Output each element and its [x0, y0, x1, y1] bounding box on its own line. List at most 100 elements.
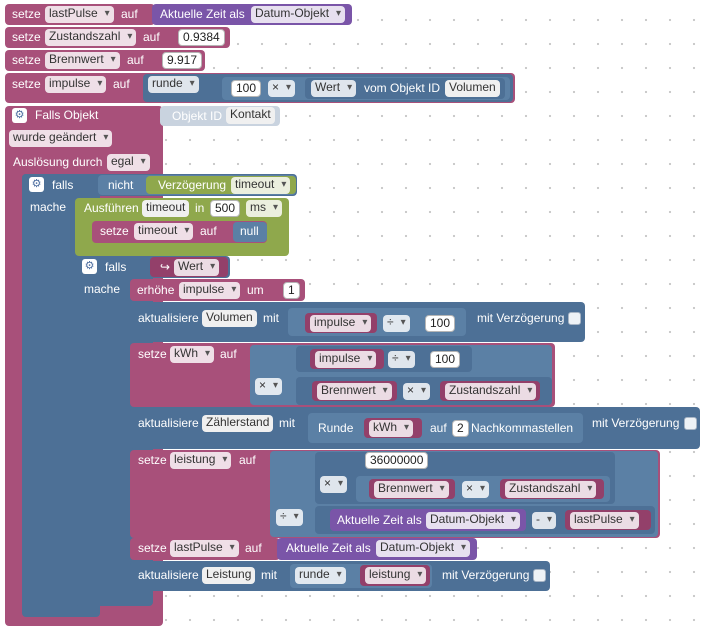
- delay-label: mit Verzögerung: [592, 416, 680, 430]
- var-dropdown[interactable]: timeout: [134, 223, 194, 240]
- if-label: falls: [52, 178, 74, 192]
- format-dropdown[interactable]: Datum-Objekt: [251, 6, 346, 23]
- operator-dropdown[interactable]: ×: [268, 80, 296, 97]
- value-dropdown[interactable]: Wert: [174, 259, 220, 276]
- var-dropdown[interactable]: Brennwert: [45, 52, 120, 69]
- if-label: falls: [105, 260, 127, 274]
- object-id-field[interactable]: Volumen: [445, 80, 500, 97]
- to-label: auf: [220, 347, 237, 361]
- unit-dropdown[interactable]: ms: [246, 200, 282, 217]
- gear-icon[interactable]: ⚙: [12, 108, 27, 123]
- to-label: auf: [121, 7, 138, 21]
- delay-checkbox[interactable]: [684, 417, 697, 430]
- ms-value-field[interactable]: 500: [210, 200, 241, 217]
- current-time-label: Aktuelle Zeit als: [160, 7, 245, 21]
- with-label: mit: [263, 311, 279, 325]
- value-number[interactable]: 9.917: [162, 52, 203, 69]
- number-field[interactable]: 100: [430, 351, 461, 368]
- operator-dropdown[interactable]: ×: [255, 378, 283, 395]
- do-label: mache: [30, 200, 67, 214]
- set-label: setze: [138, 541, 167, 555]
- var-dropdown[interactable]: kWh: [170, 346, 214, 363]
- var-dropdown[interactable]: Zustandszahl: [45, 29, 137, 46]
- target-field[interactable]: Volumen: [202, 310, 257, 327]
- update-label: aktualisiere: [138, 568, 199, 582]
- operator-dropdown[interactable]: ×: [320, 476, 348, 493]
- var-dropdown[interactable]: leistung: [170, 452, 232, 469]
- to-label: auf: [430, 421, 447, 435]
- var-dropdown[interactable]: lastPulse: [570, 512, 639, 529]
- execute-label: Ausführen: [84, 201, 139, 215]
- target-field[interactable]: Zählerstand: [202, 415, 274, 432]
- trigger-by-dropdown[interactable]: egal: [107, 154, 150, 171]
- value-number[interactable]: 0.9384: [178, 29, 225, 46]
- operator-dropdown[interactable]: ×: [403, 383, 431, 400]
- delay-checkbox[interactable]: [568, 312, 581, 325]
- var-dropdown[interactable]: Zustandszahl: [505, 481, 597, 498]
- delay-label: mit Verzögerung: [477, 311, 565, 325]
- var-dropdown[interactable]: impulse: [179, 282, 241, 299]
- to-label: auf: [113, 77, 130, 91]
- object-id-label: Objekt ID: [172, 109, 223, 123]
- set-label: setze: [12, 53, 41, 67]
- delay-label: Verzögerung: [158, 178, 227, 192]
- do-label: mache: [84, 282, 121, 296]
- set-label: setze: [100, 224, 129, 238]
- delay-checkbox[interactable]: [533, 569, 546, 582]
- number-field[interactable]: 100: [231, 80, 262, 97]
- number-field[interactable]: 36000000: [365, 452, 429, 469]
- round-dropdown[interactable]: runde: [295, 567, 346, 584]
- to-label: auf: [200, 224, 217, 238]
- var-dropdown[interactable]: lastPulse: [170, 540, 239, 557]
- object-id-field[interactable]: Kontakt: [226, 107, 275, 124]
- gear-icon[interactable]: ⚙: [29, 177, 44, 192]
- update-label: aktualisiere: [138, 416, 199, 430]
- increment-value-field[interactable]: 1: [283, 282, 300, 299]
- operator-dropdown[interactable]: ÷: [388, 351, 415, 368]
- of-object-label: vom Objekt ID: [364, 81, 441, 95]
- timeout-name-field[interactable]: timeout: [142, 200, 190, 217]
- set-label: setze: [138, 347, 167, 361]
- var-dropdown[interactable]: lastPulse: [45, 6, 114, 23]
- var-dropdown[interactable]: impulse: [310, 315, 372, 332]
- current-time-label: Aktuelle Zeit als: [286, 541, 371, 555]
- timeout-dropdown[interactable]: timeout: [231, 177, 291, 194]
- format-dropdown[interactable]: Datum-Objekt: [376, 540, 471, 557]
- delay-label: mit Verzögerung: [442, 568, 530, 582]
- increment-label: erhöhe: [137, 283, 175, 297]
- with-label: mit: [279, 416, 295, 430]
- null-block[interactable]: [233, 222, 267, 242]
- trigger-title: Falls Objekt: [35, 108, 99, 122]
- round-decimals-block[interactable]: [308, 413, 583, 443]
- not-label: nicht: [108, 178, 134, 192]
- to-label: auf: [143, 30, 160, 44]
- var-dropdown[interactable]: impulse: [315, 351, 377, 368]
- set-label: setze: [12, 7, 41, 21]
- set-label: setze: [12, 30, 41, 44]
- digits-field[interactable]: 2: [452, 420, 469, 437]
- var-dropdown[interactable]: Brennwert: [317, 383, 392, 400]
- changed-dropdown[interactable]: wurde geändert: [9, 130, 113, 147]
- with-label: mit: [261, 568, 277, 582]
- var-dropdown[interactable]: Brennwert: [374, 481, 449, 498]
- set-label: setze: [138, 453, 167, 467]
- attribute-dropdown[interactable]: Wert: [311, 80, 357, 97]
- var-dropdown[interactable]: kWh: [369, 420, 413, 437]
- var-dropdown[interactable]: impulse: [45, 76, 107, 93]
- gear-icon[interactable]: ⚙: [82, 259, 97, 274]
- var-dropdown[interactable]: leistung: [365, 567, 427, 584]
- operator-dropdown[interactable]: ÷: [276, 509, 303, 526]
- to-label: auf: [245, 541, 262, 555]
- round-label: Runde: [318, 421, 354, 435]
- format-dropdown[interactable]: Datum-Objekt: [426, 512, 521, 529]
- update-label: aktualisiere: [138, 311, 199, 325]
- null-label: null: [240, 224, 259, 238]
- target-field[interactable]: Leistung: [202, 567, 256, 584]
- number-field[interactable]: 100: [425, 315, 456, 332]
- round-dropdown[interactable]: runde: [148, 76, 199, 93]
- operator-dropdown[interactable]: ÷: [383, 315, 410, 332]
- operator-dropdown[interactable]: -: [532, 512, 556, 529]
- var-dropdown[interactable]: Zustandszahl: [445, 383, 537, 400]
- operator-dropdown[interactable]: ×: [462, 481, 490, 498]
- set-label: setze: [12, 77, 41, 91]
